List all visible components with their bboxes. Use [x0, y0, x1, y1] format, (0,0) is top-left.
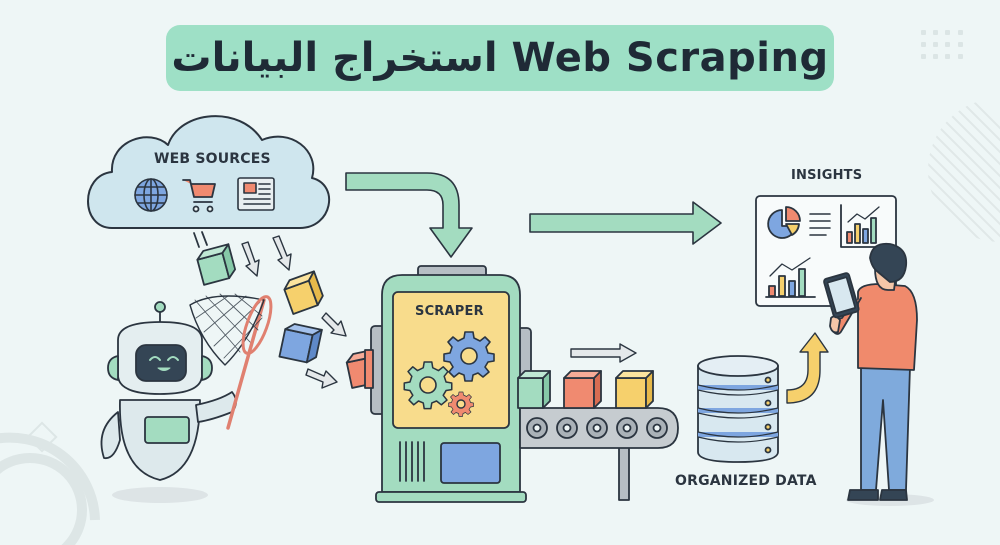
- robot-mascot: [100, 301, 237, 503]
- yellow-output-block: [615, 370, 654, 409]
- yellow-block: [283, 270, 324, 315]
- insights-board: [755, 195, 897, 307]
- curved-arrow-up-icon: [786, 332, 829, 404]
- bar-chart-icon: [840, 204, 885, 248]
- globe-icon: [134, 178, 168, 212]
- blue-block: [278, 323, 323, 364]
- grey-flow-arrows: [241, 235, 347, 389]
- gear-icon: [448, 391, 474, 417]
- rings-decoration: [0, 421, 100, 545]
- falling-data-blocks: [193, 231, 377, 389]
- arrow-right-icon: [321, 312, 347, 337]
- green-block: [196, 243, 236, 286]
- dot-grid-decoration: [921, 30, 963, 59]
- tablet-icon: [823, 272, 860, 319]
- catching-net: [189, 293, 273, 430]
- database-icon: [697, 355, 779, 463]
- red-output-block: [563, 370, 602, 409]
- green-output-block: [517, 370, 551, 409]
- arrow-down-icon: [272, 235, 292, 271]
- text-lines-icon: [809, 213, 831, 236]
- web-sources-label: WEB SOURCES: [154, 151, 271, 167]
- pie-chart-icon: [767, 206, 801, 239]
- page-title: استخراج البيانات Web Scraping: [171, 35, 829, 81]
- scraper-label: SCRAPER: [415, 304, 484, 319]
- title-banner: استخراج البيانات Web Scraping: [166, 25, 834, 91]
- arrow-right-icon: [570, 343, 637, 363]
- organized-data-label: ORGANIZED DATA: [675, 473, 817, 489]
- person-analyst: [823, 242, 934, 506]
- newspaper-icon: [237, 177, 275, 211]
- gear-icon: [403, 361, 453, 410]
- arrow-right-icon: [305, 368, 338, 389]
- trend-bar-chart-icon: [765, 257, 816, 298]
- insights-label: INSIGHTS: [791, 168, 863, 183]
- gear-icon: [443, 331, 495, 382]
- curved-arrow-down-icon: [345, 172, 473, 258]
- arrow-right-icon: [529, 201, 722, 245]
- conveyor-belt: [517, 343, 679, 501]
- shopping-cart-icon: [182, 179, 216, 213]
- arrow-down-icon: [241, 241, 260, 277]
